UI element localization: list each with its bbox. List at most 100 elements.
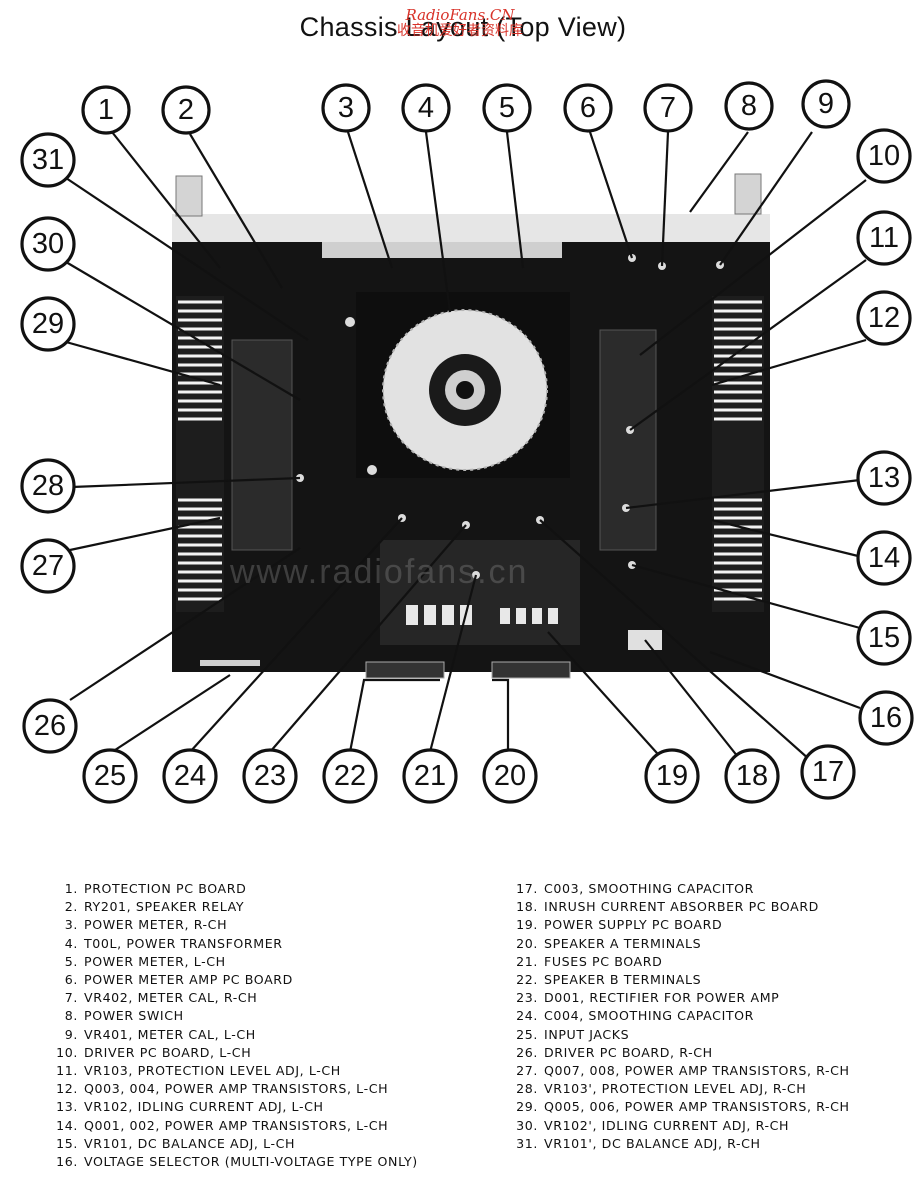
legend-item: 15.VR101, DC BALANCE ADJ, L-CH <box>40 1135 418 1153</box>
speaker-a-terminals <box>491 661 571 679</box>
legend-item: 19.POWER SUPPLY PC BOARD <box>500 916 850 934</box>
svg-text:21: 21 <box>414 760 446 792</box>
driver-board-rch <box>231 339 293 551</box>
callout-2: 2 <box>161 85 211 135</box>
legend-item: 21.FUSES PC BOARD <box>500 953 850 971</box>
legend-item: 29.Q005, 006, POWER AMP TRANSISTORS, R-C… <box>500 1098 850 1116</box>
legend-text: Q003, 004, POWER AMP TRANSISTORS, L-CH <box>84 1081 389 1097</box>
legend-item: 12. Q003, 004, POWER AMP TRANSISTORS, L-C… <box>40 1080 418 1098</box>
callout-30: 30 <box>20 216 76 272</box>
legend-text: VR103', PROTECTION LEVEL ADJ, R-CH <box>544 1081 807 1097</box>
legend-item: 2.RY201, SPEAKER RELAY <box>40 898 418 916</box>
legend-text: T00L, POWER TRANSFORMER <box>84 935 283 951</box>
legend-item: 24.C004, SMOOTHING CAPACITOR <box>500 1007 850 1025</box>
svg-text:31: 31 <box>32 144 64 176</box>
legend-item: 30.VR102', IDLING CURRENT ADJ, R-CH <box>500 1117 850 1135</box>
legend-number: 7. <box>64 990 78 1006</box>
legend-text: VR101', DC BALANCE ADJ, R-CH <box>544 1135 761 1151</box>
legend-item: 7.VR402, METER CAL, R-CH <box>40 989 418 1007</box>
bracket-right <box>734 173 762 215</box>
legend-item: 5.POWER METER, L-CH <box>40 953 418 971</box>
legend-text: D001, RECTIFIER FOR POWER AMP <box>544 990 780 1006</box>
watermark-tagline: 收音机爱好者资料库 <box>397 22 523 39</box>
svg-text:20: 20 <box>494 760 526 792</box>
front-panel-edge <box>172 214 770 242</box>
legend-number: 18. <box>516 899 538 915</box>
callout-26: 26 <box>22 698 78 754</box>
legend-text: DRIVER PC BOARD, R-CH <box>544 1044 713 1060</box>
legend-item: 31. VR101', DC BALANCE ADJ, R-CH <box>500 1135 850 1153</box>
legend-text: POWER METER AMP PC BOARD <box>84 972 293 988</box>
legend-text: Q007, 008, POWER AMP TRANSISTORS, R-CH <box>544 1063 850 1079</box>
svg-text:6: 6 <box>580 92 596 124</box>
callout-7: 7 <box>643 83 693 133</box>
legend-text: VR103, PROTECTION LEVEL ADJ, L-CH <box>84 1063 341 1079</box>
svg-text:2: 2 <box>178 94 194 126</box>
legend-number: 4. <box>64 935 78 951</box>
svg-text:22: 22 <box>334 760 366 792</box>
callout-14: 14 <box>856 530 912 586</box>
callout-21: 21 <box>402 748 458 804</box>
svg-text:19: 19 <box>656 760 688 792</box>
legend-item: 17.C003, SMOOTHING CAPACITOR <box>500 880 850 898</box>
legend-item: 25.INPUT JACKS <box>500 1026 850 1044</box>
legend-number: 3. <box>64 917 78 933</box>
legend-number: 15. <box>56 1135 78 1151</box>
legend-item: 8. POWER SWICH <box>40 1007 418 1025</box>
callout-27: 27 <box>20 538 76 594</box>
legend-number: 2. <box>64 899 78 915</box>
svg-text:12: 12 <box>868 302 900 334</box>
legend-item: 18. INRUSH CURRENT ABSORBER PC BOARD <box>500 898 850 916</box>
legend-item: 26. DRIVER PC BOARD, R-CH <box>500 1044 850 1062</box>
svg-text:13: 13 <box>868 462 900 494</box>
legend-number: 26. <box>516 1044 538 1060</box>
svg-text:11: 11 <box>869 222 899 254</box>
svg-text:26: 26 <box>34 710 66 742</box>
legend-text: C004, SMOOTHING CAPACITOR <box>544 1008 755 1024</box>
svg-text:27: 27 <box>32 550 64 582</box>
legend-text: POWER METER, R-CH <box>84 917 228 933</box>
driver-board-lch <box>599 329 657 551</box>
speaker-b-terminals <box>365 661 445 679</box>
callout-4: 4 <box>401 83 451 133</box>
callout-24: 24 <box>162 748 218 804</box>
bracket-left <box>175 175 203 217</box>
callout-29: 29 <box>20 296 76 352</box>
legend-item: 23.D001, RECTIFIER FOR POWER AMP <box>500 989 850 1007</box>
legend-number: 12. <box>56 1081 78 1097</box>
legend-text: VR102', IDLING CURRENT ADJ, R-CH <box>544 1117 790 1133</box>
svg-text:5: 5 <box>499 92 515 124</box>
legend-number: 31. <box>516 1135 538 1151</box>
callout-19: 19 <box>644 748 700 804</box>
legend-item: 28.VR103', PROTECTION LEVEL ADJ, R-CH <box>500 1080 850 1098</box>
callouts: 1 2 3 4 5 6 7 8 9 10 11 12 13 14 15 16 1… <box>20 79 914 804</box>
center-watermark: www.radiofans.cn <box>230 553 529 591</box>
legend-text: FUSES PC BOARD <box>544 953 663 969</box>
legend-text: POWER SWICH <box>84 1008 184 1024</box>
legend-number: 5. <box>64 953 78 969</box>
svg-text:18: 18 <box>736 760 768 792</box>
svg-text:10: 10 <box>868 140 900 172</box>
legend-number: 1. <box>64 881 78 896</box>
input-jack-edge <box>200 660 260 666</box>
legend-text: Q001, 002, POWER AMP TRANSISTORS, L-CH <box>84 1117 389 1133</box>
leader-lines <box>65 131 867 763</box>
callout-16: 16 <box>858 690 914 746</box>
legend-number: 8. <box>64 1008 78 1024</box>
legend-number: 16. <box>56 1154 78 1170</box>
site-watermark: RadioFans.CN 收音机爱好者资料库 <box>370 7 550 39</box>
legend-text: INPUT JACKS <box>544 1026 630 1042</box>
legend-item: 13.VR102, IDLING CURRENT ADJ, L-CH <box>40 1098 418 1116</box>
legend-number: 13. <box>56 1099 78 1115</box>
legend-text: PROTECTION PC BOARD <box>84 881 247 896</box>
legend-item: 27.Q007, 008, POWER AMP TRANSISTORS, R-C… <box>500 1062 850 1080</box>
legend-text: INRUSH CURRENT ABSORBER PC BOARD <box>544 899 819 915</box>
legend-left-column: 1. PROTECTION PC BOARD 2.RY201, SPEAKER RE… <box>40 880 418 1171</box>
power-supply-board <box>380 540 580 645</box>
legend-text: SPEAKER A TERMINALS <box>544 935 702 951</box>
legend-text: VR401, METER CAL, L-CH <box>84 1026 256 1042</box>
fuse-row <box>406 605 558 625</box>
svg-text:3: 3 <box>338 92 354 124</box>
callout-22: 22 <box>322 748 378 804</box>
